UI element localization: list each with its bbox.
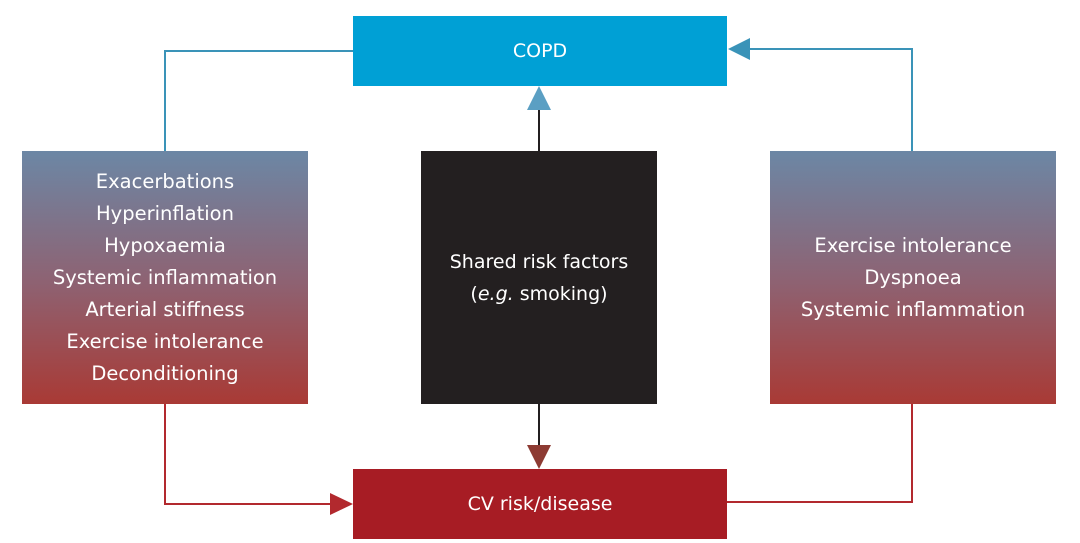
cv-label: CV risk/disease <box>467 493 613 515</box>
arrowhead-into-cv <box>330 493 353 515</box>
cv-mechanisms-node: Exercise intolerance Dyspnoea Systemic i… <box>770 151 1056 404</box>
connector-left-to-cv <box>164 404 332 505</box>
connector-left-to-copd <box>164 50 353 151</box>
arrowhead-up-to-copd <box>527 86 551 110</box>
copd-node: COPD <box>353 16 727 86</box>
list-item: Hyperinflation <box>96 201 234 225</box>
cv-risk-node: CV risk/disease <box>353 469 727 539</box>
list-item: Exercise intolerance <box>66 329 264 353</box>
list-item: Systemic inflammation <box>800 297 1026 321</box>
connector-right-to-copd <box>748 48 913 151</box>
list-item: Hypoxaemia <box>104 233 226 257</box>
connector-right-to-cv <box>727 404 913 503</box>
arrowhead-into-copd <box>728 38 750 60</box>
arrowhead-down-to-cv <box>527 445 551 469</box>
shared-risk-factors-node: Shared risk factors (e.g. smoking) <box>421 151 657 404</box>
list-item: Exacerbations <box>95 169 235 193</box>
list-item: Systemic inflammation <box>52 265 278 289</box>
copd-mechanisms-node: Exacerbations Hyperinflation Hypoxaemia … <box>22 151 308 404</box>
shared-risk-example: (e.g. smoking) <box>470 278 607 310</box>
shared-risk-title: Shared risk factors <box>449 250 629 273</box>
list-item: Arterial stiffness <box>85 297 245 321</box>
example-open-paren: ( <box>470 282 478 305</box>
list-item: Deconditioning <box>91 361 239 385</box>
example-eg: e.g. <box>477 282 514 305</box>
example-rest: smoking) <box>513 282 608 305</box>
list-item: Exercise intolerance <box>814 233 1012 257</box>
copd-label: COPD <box>512 40 568 62</box>
list-item: Dyspnoea <box>864 265 962 289</box>
